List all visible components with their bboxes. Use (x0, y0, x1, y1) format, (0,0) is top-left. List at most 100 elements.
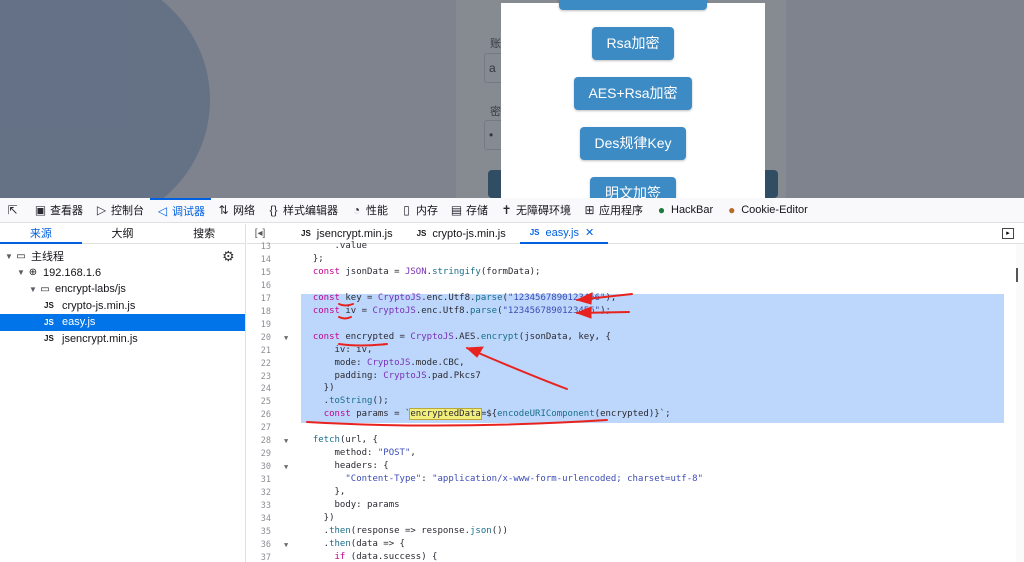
tab-style-editor[interactable]: {}样式编辑器 (261, 198, 344, 223)
tab-application[interactable]: ⊞应用程序 (584, 203, 643, 217)
line-number[interactable]: 32 (260, 488, 271, 499)
fold-toggle-icon[interactable]: ▼ (284, 333, 289, 342)
code-line: method: "POST", (302, 448, 416, 459)
console-icon: ▷ (96, 203, 107, 217)
code-line: const jsonData = JSON.stringify(formData… (312, 266, 541, 277)
line-number[interactable]: 34 (260, 513, 271, 524)
code-line: }) (302, 383, 335, 394)
code-line: "Content-Type": "application/x-www-form-… (345, 474, 703, 485)
modal-button-top[interactable] (559, 0, 707, 10)
line-number[interactable]: 28 (260, 436, 271, 447)
line-number[interactable]: 24 (260, 384, 271, 395)
line-number[interactable]: 20 (260, 332, 271, 343)
code-line: fetch(url, { (312, 435, 378, 446)
js-file-icon: JS (44, 317, 54, 327)
aes-rsa-encrypt-button[interactable]: AES+Rsa加密 (574, 77, 692, 110)
line-number[interactable]: 33 (260, 501, 271, 511)
js-file-icon: JS (416, 228, 427, 238)
line-number[interactable]: 16 (260, 280, 271, 291)
code-line: mode: CryptoJS.mode.CBC, (302, 357, 465, 368)
toggle-sidebar-button[interactable]: [◂] (247, 228, 273, 239)
plaintext-sign-button[interactable]: 明文加签 (590, 177, 676, 198)
tab-performance[interactable]: ◔性能 (344, 198, 394, 223)
web-page-viewport: 账 a 密 • Rsa加密 AES+Rsa加密 Des规律Key 明文加签 (0, 0, 1024, 198)
fold-toggle-icon[interactable]: ▼ (284, 540, 289, 549)
code-line: body: params (302, 500, 400, 510)
tab-memory[interactable]: ▯内存 (394, 198, 444, 223)
tab-cookie-editor[interactable]: ●Cookie-Editor (719, 198, 814, 223)
line-number[interactable]: 15 (260, 267, 271, 278)
line-number[interactable]: 19 (260, 319, 271, 330)
pick-element-button[interactable]: ⇱ (0, 198, 28, 223)
line-number[interactable]: 18 (260, 306, 271, 317)
globe-icon: ⊕ (28, 267, 38, 279)
editor-scrollbar-thumb[interactable] (1016, 268, 1018, 282)
code-line: }, (302, 487, 346, 498)
debugger-icon: ◁ (157, 204, 168, 218)
performance-icon: ◔ (352, 203, 361, 217)
tab-console[interactable]: ▷控制台 (96, 203, 144, 217)
line-number[interactable]: 35 (260, 526, 271, 537)
line-number[interactable]: 17 (260, 293, 271, 304)
tree-item-folder[interactable]: ▼ ▭ encrypt-labs/js (29, 283, 126, 296)
line-number[interactable]: 26 (260, 410, 271, 421)
tree-item-file[interactable]: JS jsencrypt.min.js (44, 332, 138, 345)
tab-network[interactable]: ⇅网络 (218, 203, 255, 217)
close-icon[interactable]: ✕ (584, 226, 595, 239)
des-key-button[interactable]: Des规律Key (580, 127, 686, 160)
tab-hackbar[interactable]: ●HackBar (649, 198, 719, 223)
gear-icon[interactable]: ⚙ (222, 248, 235, 264)
line-number[interactable]: 31 (260, 475, 271, 486)
inspector-icon: ⇱ (7, 203, 18, 217)
tab-search[interactable]: 搜索 (193, 227, 216, 240)
line-number[interactable]: 36 (260, 539, 271, 550)
code-line: const encrypted = CryptoJS.AES.encrypt(j… (312, 331, 611, 342)
code-line: .toString(); (302, 396, 389, 407)
tab-debugger[interactable]: ◁调试器 (150, 197, 211, 223)
line-number[interactable]: 14 (260, 254, 271, 265)
code-line: const params = `encryptedData=${encodeUR… (323, 408, 671, 421)
line-number[interactable]: 30 (260, 462, 271, 473)
code-line: if (data.success) { (334, 551, 438, 562)
chevron-down-icon: ▼ (5, 251, 13, 261)
tree-item-thread[interactable]: ▼ ▭ 主线程 (5, 250, 64, 264)
rsa-encrypt-button[interactable]: Rsa加密 (592, 27, 674, 60)
tab-outline[interactable]: 大纲 (111, 227, 134, 240)
line-number[interactable]: 13 (260, 242, 271, 252)
code-line: }) (302, 512, 335, 523)
editor-scrollbar-track[interactable] (1016, 244, 1024, 562)
js-file-icon: JS (529, 227, 540, 237)
code-line: .value (302, 241, 368, 251)
line-number[interactable]: 23 (260, 371, 271, 382)
toggle-right-pane-button[interactable]: ▸ (1002, 228, 1014, 239)
tab-sources[interactable]: 来源 (0, 224, 82, 244)
code-line: }; (302, 253, 324, 264)
code-area[interactable]: 13 .value 14 }; 15 const jsonData = JSON.s… (247, 241, 1024, 562)
fold-toggle-icon[interactable]: ▼ (284, 437, 289, 446)
line-number[interactable]: 27 (260, 423, 271, 434)
tree-item-file-selected[interactable]: JS easy.js (0, 314, 245, 331)
tab-storage[interactable]: ▤存储 (450, 203, 488, 217)
line-number[interactable]: 21 (260, 345, 271, 356)
chevron-down-icon: ▼ (29, 284, 37, 294)
style-editor-icon: {} (269, 203, 278, 217)
tree-item-file[interactable]: JS crypto-js.min.js (44, 299, 136, 312)
devtools-toolbar: ⇱ ▣查看器 ▷控制台 ◁调试器 ⇅网络 {}样式编辑器 ◔性能 ▯内存 ▤存储… (0, 197, 1024, 223)
line-number[interactable]: 37 (260, 552, 271, 562)
line-number[interactable]: 25 (260, 397, 271, 408)
sidebar-toggle-icon: [◂] (254, 228, 266, 239)
tab-inspector[interactable]: ▣查看器 (34, 203, 83, 217)
line-number[interactable]: 22 (260, 358, 271, 369)
cookie-icon: ● (728, 203, 736, 217)
code-line: padding: CryptoJS.pad.Pkcs7 (302, 370, 481, 381)
tree-item-host[interactable]: ▼ ⊕ 192.168.1.6 (17, 266, 102, 279)
pane-icon: ▸ (1006, 230, 1010, 237)
tab-accessibility[interactable]: ✝无障碍环境 (501, 203, 571, 217)
line-number[interactable]: 29 (260, 449, 271, 460)
chevron-down-icon: ▼ (17, 268, 25, 278)
fold-toggle-icon[interactable]: ▼ (284, 463, 289, 472)
